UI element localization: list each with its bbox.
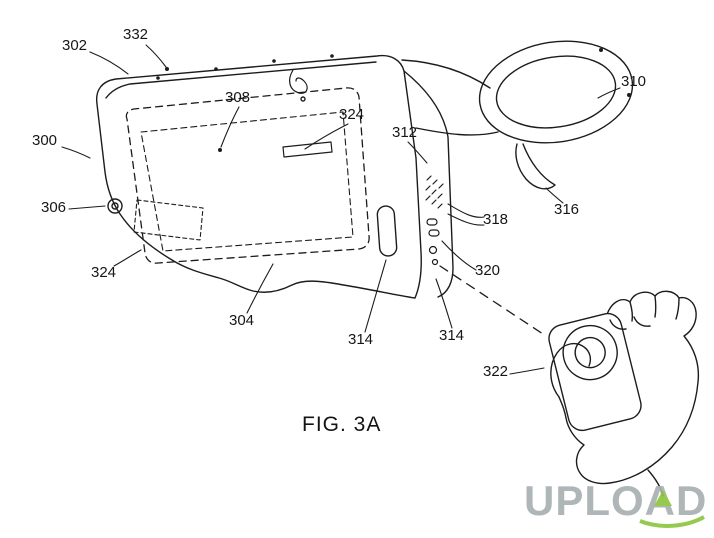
strap-rivet <box>599 48 603 52</box>
pairing-dashed-line <box>439 265 544 335</box>
leader-322 <box>509 367 545 375</box>
watermark-logo: UPLOAD <box>524 477 707 528</box>
leader-332 <box>145 44 167 68</box>
leader-302 <box>89 51 129 75</box>
fingertip <box>633 316 651 327</box>
leader-lines <box>61 44 621 375</box>
display-dashed-outline-inner <box>140 111 354 252</box>
ref-label-314-left: 314 <box>348 331 374 348</box>
leader-314-left <box>364 259 387 333</box>
strap-connector-upper <box>401 59 491 89</box>
ref-label-308: 308 <box>225 89 251 106</box>
leader-324-top <box>304 123 349 150</box>
ref-label-324-left: 324 <box>91 264 117 281</box>
vent-rectangle <box>133 199 204 241</box>
top-band-line <box>105 61 377 99</box>
watermark-triangle-icon <box>654 490 672 506</box>
display-inset-rect <box>282 141 333 158</box>
strap-rivet <box>627 93 631 97</box>
ref-label-314-right: 314 <box>439 327 465 344</box>
leader-308 <box>220 106 240 148</box>
ref-label-310: 310 <box>621 73 647 90</box>
ref-label-322: 322 <box>483 363 509 380</box>
hand <box>558 290 700 497</box>
side-button <box>428 229 440 237</box>
leader-300 <box>61 146 91 159</box>
speaker-grille <box>425 175 444 209</box>
display-dashed-outline-outer <box>125 87 370 264</box>
figure-caption: FIG. 3A <box>302 413 382 436</box>
front-oval-button <box>376 205 398 257</box>
watermark-text: UPLOAD <box>524 477 707 524</box>
top-band-rivet <box>272 59 276 63</box>
ref-label-306: 306 <box>41 199 67 216</box>
leader-312 <box>407 141 428 164</box>
strap-tail <box>515 143 556 190</box>
thumb <box>550 342 592 398</box>
head-strap <box>401 40 634 190</box>
side-port-circle <box>107 198 123 214</box>
wire-detail-dot <box>300 96 306 102</box>
wire-detail <box>289 69 308 94</box>
ref-label-300: 300 <box>32 132 58 149</box>
ref-label-312: 312 <box>392 124 418 141</box>
top-band-rivet <box>214 67 218 71</box>
leader-314-right <box>435 278 453 329</box>
top-band-rivet <box>156 76 160 80</box>
leader-320 <box>441 240 477 271</box>
top-band-rivet <box>330 54 334 58</box>
ref-label-302: 302 <box>62 37 88 54</box>
remote-touchpad-inner <box>574 336 606 369</box>
remote-body <box>548 312 642 432</box>
finger-separation <box>629 301 634 322</box>
ref-label-324-top: 324 <box>339 106 365 123</box>
leader-304 <box>246 263 274 314</box>
ref-label-318: 318 <box>483 211 509 228</box>
side-port <box>428 245 438 255</box>
strap-loop-inner <box>495 55 617 129</box>
ref-label-316: 316 <box>554 201 580 218</box>
leader-324-left <box>113 249 142 267</box>
leader-318-a <box>447 203 485 218</box>
finger-separation <box>675 297 680 320</box>
leader-332-dot <box>165 67 169 71</box>
headset-body <box>95 54 454 299</box>
ref-label-320: 320 <box>475 262 501 279</box>
remote-controller <box>548 312 642 432</box>
leader-316 <box>545 187 564 204</box>
front-face-outline <box>95 54 422 299</box>
remote-touchpad-outer <box>562 324 618 381</box>
side-button <box>426 218 438 226</box>
strap-connector-lower <box>415 127 499 136</box>
leader-318-b <box>447 213 485 226</box>
fingertip <box>609 319 627 330</box>
ref-label-332: 332 <box>123 26 149 43</box>
side-port-circle-inner <box>111 202 119 210</box>
ref-label-304: 304 <box>229 312 255 329</box>
display-center-dot <box>218 148 222 152</box>
leader-310 <box>597 87 621 99</box>
leader-306 <box>68 205 106 210</box>
strap-loop-outer <box>478 40 634 144</box>
side-face-outline <box>403 70 454 298</box>
finger-separation <box>654 295 657 318</box>
watermark-swoosh-icon <box>639 515 705 528</box>
side-port <box>431 258 439 266</box>
